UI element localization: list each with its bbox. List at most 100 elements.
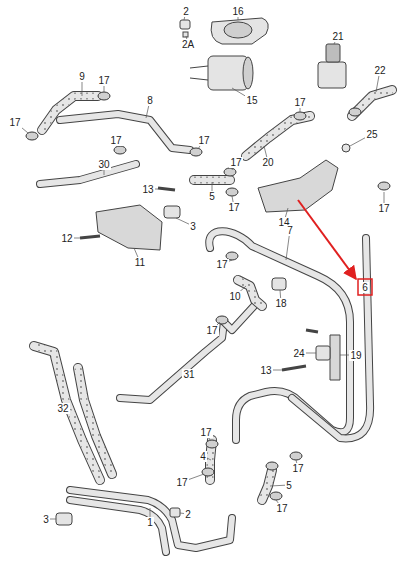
hoses xyxy=(34,90,392,552)
nut xyxy=(180,20,190,29)
hose xyxy=(70,490,232,548)
valve xyxy=(318,62,346,88)
hose-clamp xyxy=(270,492,282,500)
hose xyxy=(78,368,112,474)
clamp xyxy=(272,278,286,290)
hose-outline xyxy=(246,116,310,156)
callout-number: 6 xyxy=(361,282,369,293)
bolt xyxy=(80,236,100,238)
callout-number: 11 xyxy=(134,257,146,268)
leader-lines xyxy=(15,11,384,522)
hose-clamp xyxy=(378,182,390,190)
hose-clamp xyxy=(349,108,361,116)
callout-number: 7 xyxy=(286,225,294,236)
highlight-box xyxy=(358,279,372,295)
hose-outline xyxy=(70,500,166,552)
hose-clamp xyxy=(224,168,236,176)
bracket xyxy=(211,18,268,44)
hose-clamp xyxy=(226,188,238,196)
clamp xyxy=(164,206,180,218)
hose-outline xyxy=(78,368,112,474)
hose-texture xyxy=(238,280,262,306)
callout-number: 21 xyxy=(331,31,344,42)
callout-number: 22 xyxy=(373,65,386,76)
hose-body xyxy=(292,238,370,438)
callout-number: 5 xyxy=(208,191,216,202)
hose-outline xyxy=(224,306,254,330)
callout-number: 9 xyxy=(78,71,86,82)
callout-number: 20 xyxy=(261,157,274,168)
clamp xyxy=(56,513,72,525)
hose-clamp xyxy=(114,146,126,154)
hose-outline xyxy=(120,322,224,400)
callout-number: 17 xyxy=(293,97,306,108)
hose xyxy=(224,306,254,330)
callout-number: 31 xyxy=(182,369,195,380)
hose-outline xyxy=(42,96,98,130)
nut xyxy=(170,508,180,517)
callout-number: 30 xyxy=(97,159,110,170)
callout-number: 17 xyxy=(197,135,210,146)
hose-clamp xyxy=(202,468,214,476)
hose xyxy=(70,500,166,552)
hose xyxy=(42,96,98,130)
callout-number: 17 xyxy=(109,135,122,146)
hose-body xyxy=(42,96,98,130)
callout-number: 17 xyxy=(291,463,304,474)
callout-number: 17 xyxy=(8,117,21,128)
callout-number: 2 xyxy=(184,509,192,520)
hose xyxy=(209,231,350,440)
callout-number: 19 xyxy=(349,350,362,361)
hose xyxy=(40,164,136,184)
callout-number: 8 xyxy=(146,95,154,106)
hose-clamp xyxy=(216,316,228,324)
callout-number: 17 xyxy=(227,202,240,213)
hose-outline xyxy=(238,280,262,306)
callout-number: 32 xyxy=(56,403,69,414)
hose-clamp xyxy=(206,440,218,448)
hose xyxy=(194,180,230,181)
callout-number: 12 xyxy=(60,233,73,244)
hose-outline xyxy=(70,490,232,548)
callout-number: 17 xyxy=(229,157,242,168)
hose-body xyxy=(120,322,224,400)
bracket xyxy=(96,205,162,250)
hose-texture xyxy=(78,368,112,474)
hose-body xyxy=(238,280,262,306)
callout-number: 17 xyxy=(97,75,110,86)
callout-number: 17 xyxy=(215,259,228,270)
callout-number: 18 xyxy=(274,298,287,309)
callout-number: 24 xyxy=(292,348,305,359)
callout-number: 10 xyxy=(228,291,241,302)
hose-outline xyxy=(40,164,136,184)
hose-outline xyxy=(60,114,190,150)
pump xyxy=(208,56,248,90)
parts xyxy=(56,18,350,525)
hose-clamp xyxy=(290,452,302,460)
hose-body xyxy=(70,500,166,552)
callout-number: 13 xyxy=(259,365,272,376)
stud xyxy=(183,32,188,37)
hose-body xyxy=(60,114,190,150)
callout-number: 15 xyxy=(245,95,258,106)
clip xyxy=(316,346,330,360)
pump-port xyxy=(190,66,208,80)
hose-clamp xyxy=(190,148,202,156)
callout-number: 2 xyxy=(182,6,190,17)
callout-number: 1 xyxy=(146,517,154,528)
hose-body xyxy=(209,231,350,440)
hose xyxy=(246,116,310,156)
hose-body xyxy=(70,490,232,548)
hose-clamps xyxy=(26,92,390,500)
callout-number: 17 xyxy=(377,203,390,214)
callout-number: 3 xyxy=(42,514,50,525)
valve-actuator xyxy=(326,44,340,62)
hose-clamp xyxy=(266,462,278,470)
bolt xyxy=(342,144,350,152)
callout-number: 16 xyxy=(231,6,244,17)
hose-body xyxy=(40,164,136,184)
bracket xyxy=(258,160,338,212)
hose xyxy=(60,114,190,150)
